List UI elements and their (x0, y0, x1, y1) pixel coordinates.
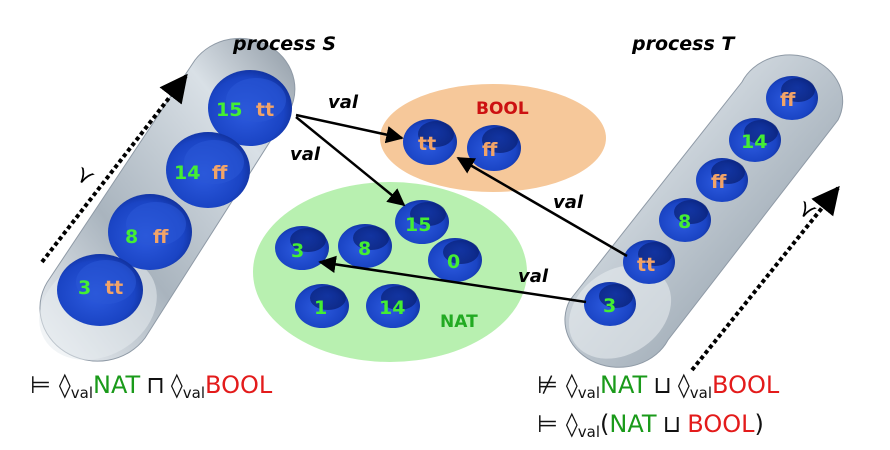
arrow-s-to-bool (295, 113, 404, 144)
process-t-cell-6: 3 (584, 282, 636, 326)
process-s-order-arrow (40, 73, 188, 264)
arrow-s-to-nat (295, 116, 406, 207)
nat-value-1: 1 (295, 284, 349, 328)
process-t-value-1: ff (780, 89, 796, 111)
process-s-bool-2: ff (212, 162, 228, 184)
val-label-4: val (518, 266, 549, 287)
process-t-cell-2: 14 (729, 118, 781, 162)
svg-text:14: 14 (379, 297, 405, 319)
nat-value-3: 3 (275, 226, 329, 270)
svg-text:3: 3 (291, 240, 304, 262)
arrow-t-to-bool (456, 156, 628, 258)
process-t-value-2: 14 (741, 131, 767, 153)
svg-text:1: 1 (314, 297, 327, 319)
process-t-title: process T (631, 33, 736, 55)
svg-text:8: 8 (358, 238, 371, 260)
formula-t-1: ⊭◊valNAT⊔◊valBOOL (537, 371, 780, 402)
formula-s: ⊨◊valNAT⊓◊valBOOL (30, 371, 273, 402)
svg-text:ff: ff (482, 139, 498, 161)
process-s-num-3: 8 (125, 226, 138, 248)
process-t-value-5: tt (637, 254, 655, 276)
val-label-1: val (328, 92, 359, 113)
val-label-2: val (290, 144, 321, 165)
process-t-value-6: 3 (603, 295, 616, 317)
nat-set-label: NAT (440, 312, 478, 332)
bool-set-label: BOOL (476, 99, 529, 119)
svg-text:15: 15 (405, 214, 431, 236)
nat-value-15: 15 (395, 200, 449, 244)
process-s-cell-3: 8 ff (108, 194, 192, 270)
bool-value-ff: ff (467, 125, 521, 171)
process-s-num-1: 15 (216, 99, 242, 121)
nat-value-0: 0 (428, 238, 482, 282)
nat-value-8: 8 (338, 224, 392, 268)
process-s-cell-4: 3 tt (57, 254, 143, 326)
process-s-bool-1: tt (256, 99, 274, 121)
process-t-cell-3: ff (696, 158, 748, 202)
process-t-order-symbol: ≺ (792, 197, 823, 225)
process-t-cell-1: ff (766, 76, 818, 120)
formula-t-2: ⊨◊val(NAT⊔BOOL) (537, 410, 764, 441)
process-s-bool-3: ff (153, 226, 169, 248)
process-s-cell-1: 15 tt (208, 70, 292, 146)
process-s-bool-4: tt (105, 277, 123, 299)
bool-set: BOOL tt ff (380, 84, 606, 192)
val-label-3: val (553, 192, 584, 213)
val-arrows: val val val val (290, 92, 628, 304)
process-s-num-4: 3 (78, 277, 91, 299)
process-s-cell-2: 14 ff (166, 132, 250, 208)
nat-value-14: 14 (366, 284, 420, 328)
process-t-order-arrow (690, 185, 840, 372)
arrow-t-to-nat (318, 255, 587, 304)
process-t-value-4: 8 (678, 211, 691, 233)
process-t-cell-5: tt (623, 240, 675, 284)
process-t-value-3: ff (711, 171, 727, 193)
process-s-order-symbol: ≺ (70, 163, 101, 191)
process-s-title: process S (232, 33, 336, 55)
svg-text:tt: tt (418, 133, 436, 155)
process-s-num-2: 14 (174, 162, 200, 184)
bool-value-tt: tt (403, 119, 457, 165)
process-t-cell-4: 8 (659, 198, 711, 242)
svg-text:0: 0 (447, 251, 460, 273)
